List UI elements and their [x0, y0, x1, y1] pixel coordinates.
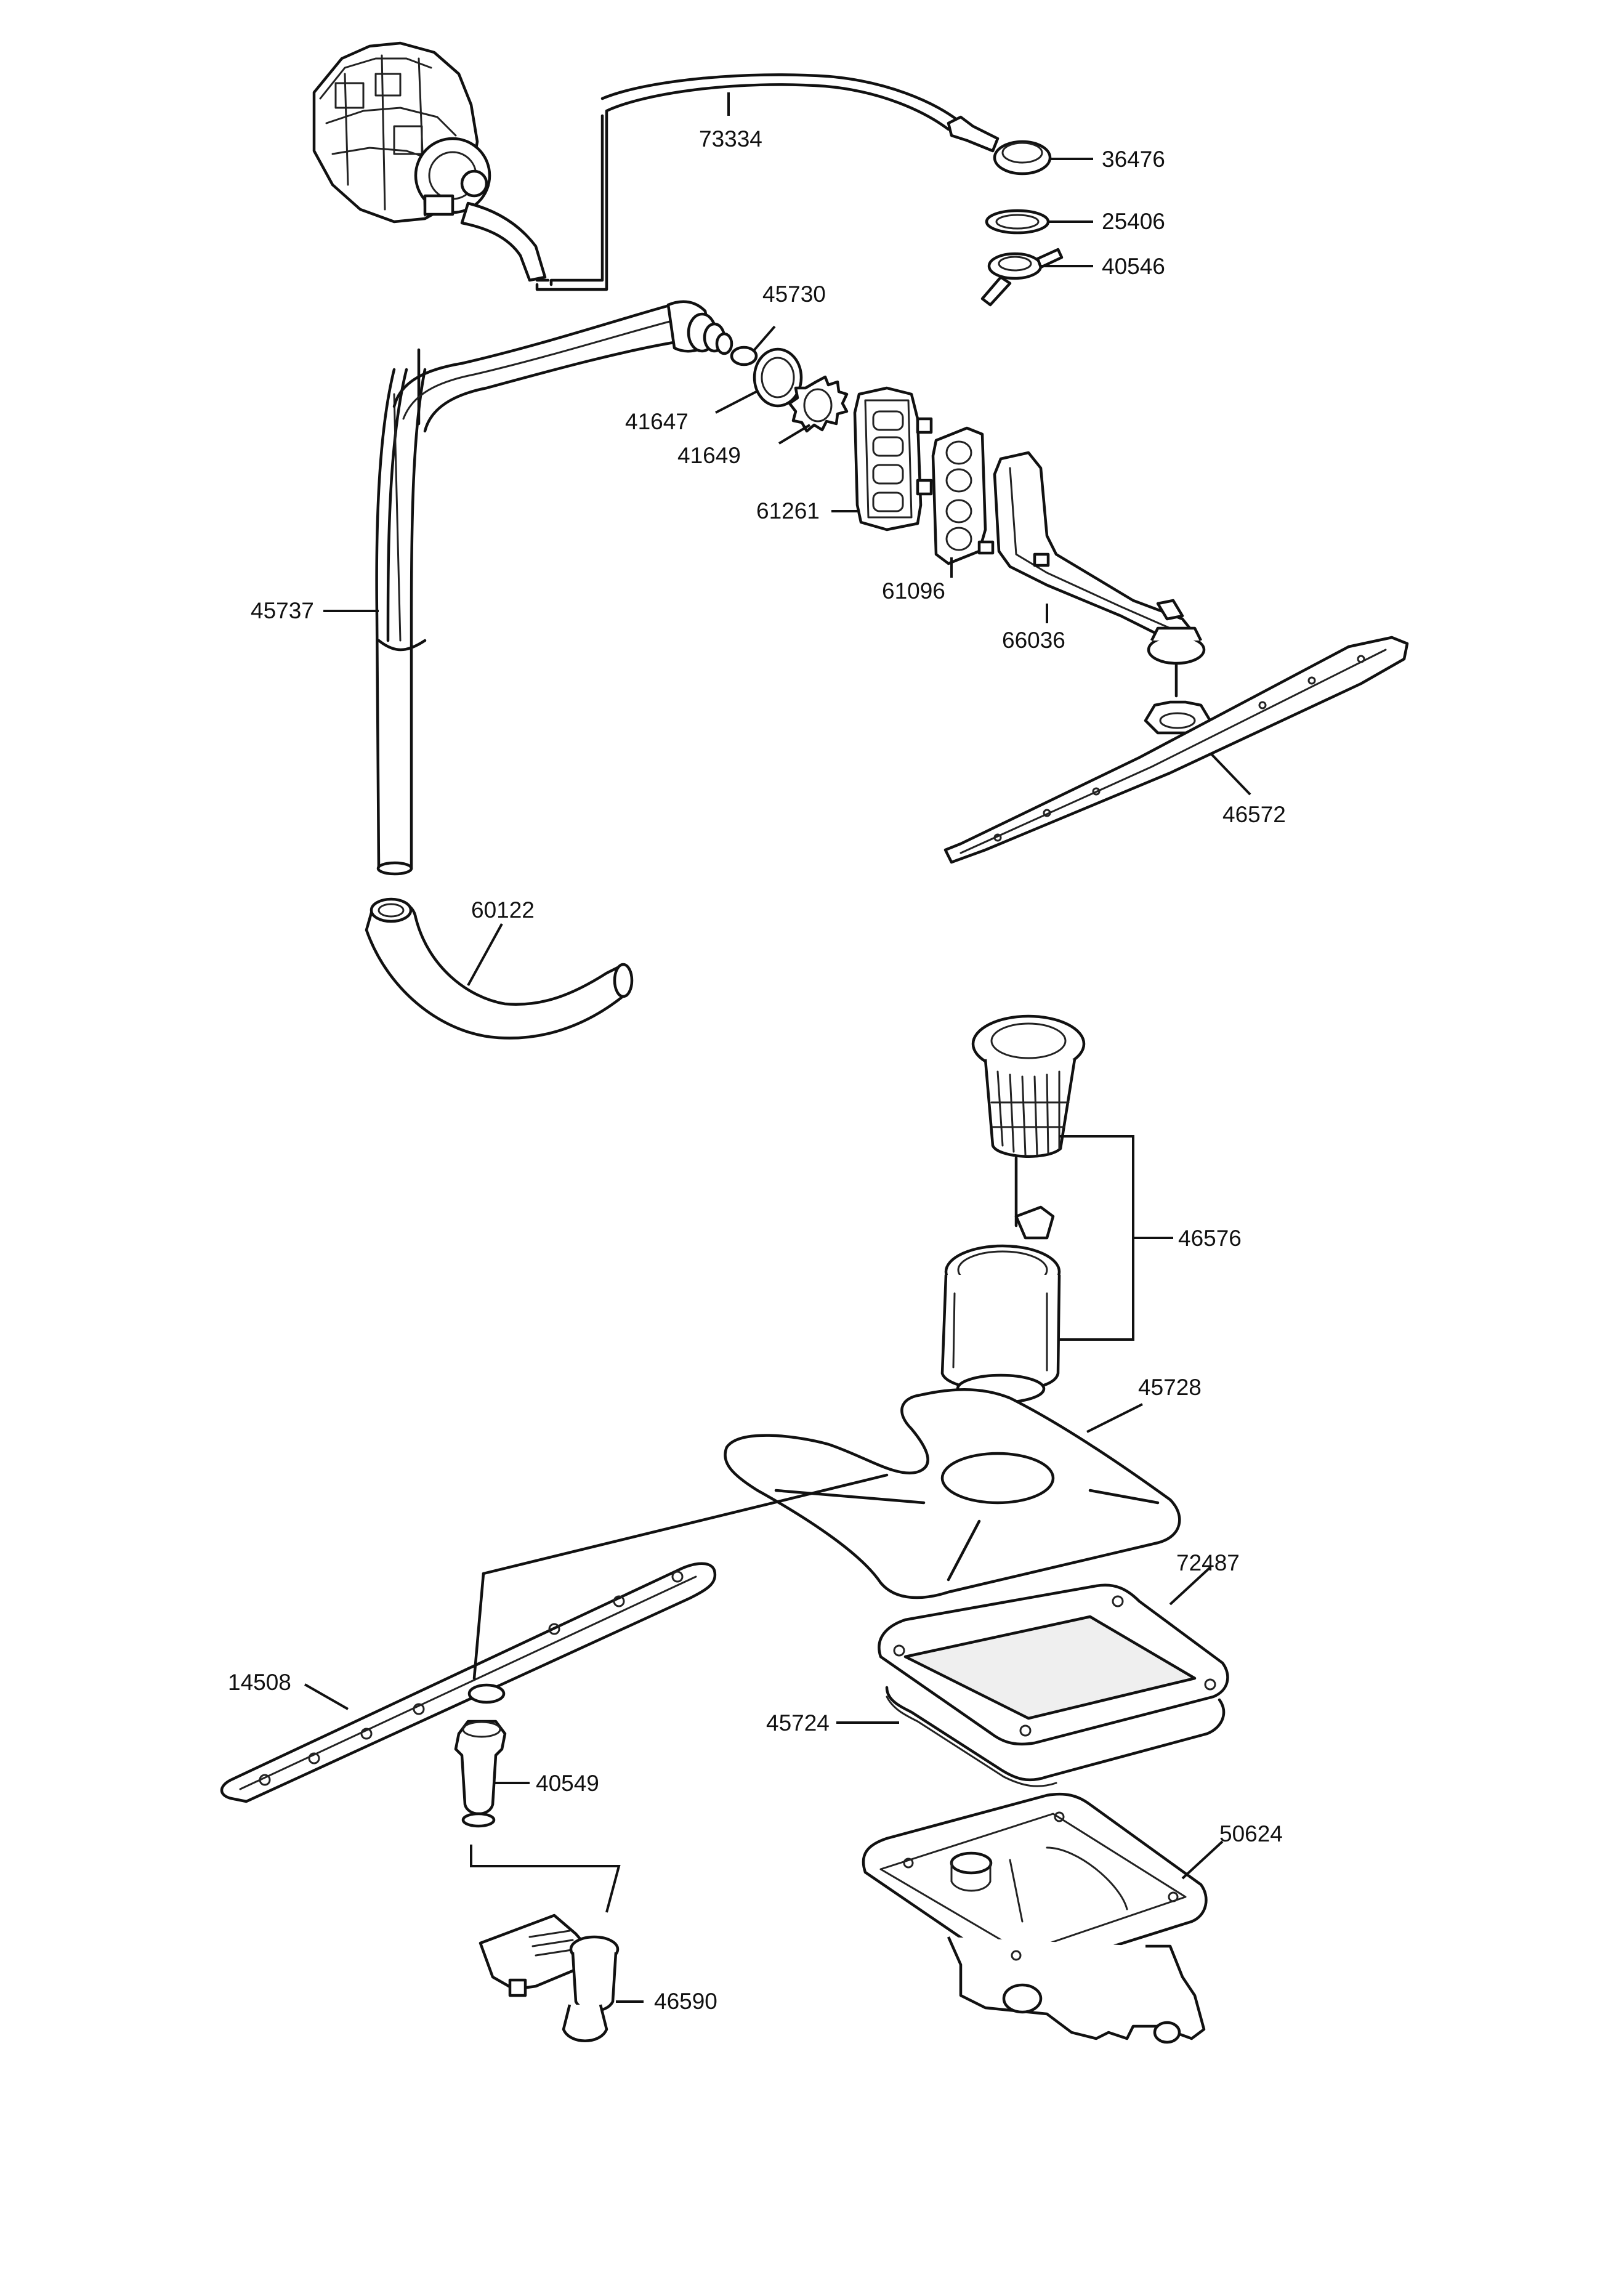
ring-25406: [985, 209, 1093, 235]
pump-motor: [312, 41, 550, 282]
manifold-61261: [831, 386, 933, 532]
nut-40546: [980, 248, 1093, 307]
leader-hub-to-cover: [470, 1845, 621, 1913]
leader-46576: [1059, 1135, 1173, 1341]
tube-45737: [323, 348, 427, 876]
label-66036: 66036: [1002, 628, 1065, 653]
hose-60122: [365, 897, 634, 1040]
label-36476: 36476: [1102, 147, 1165, 172]
hose-73334: [535, 73, 1000, 291]
label-73334: 73334: [699, 126, 762, 152]
nut-41649: [778, 375, 849, 445]
label-14508: 14508: [228, 1670, 291, 1695]
label-46576: 46576: [1178, 1226, 1242, 1251]
ring-41647: [715, 347, 803, 414]
part-labels: 73334 36476 25406 40546 45730 41647 4164…: [228, 126, 1286, 2014]
hub-40549: [454, 1720, 530, 1828]
label-40549: 40549: [536, 1771, 599, 1796]
label-45728: 45728: [1138, 1375, 1202, 1400]
label-41647: 41647: [625, 409, 689, 434]
label-45737: 45737: [251, 598, 314, 623]
label-45730: 45730: [762, 281, 826, 307]
label-25406: 25406: [1102, 209, 1165, 234]
label-60122: 60122: [471, 897, 535, 923]
label-50624: 50624: [1219, 1821, 1283, 1846]
gasket-61096: [931, 426, 987, 578]
label-46590: 46590: [654, 1989, 717, 2014]
cover-46590: [479, 1914, 644, 2042]
label-72487: 72487: [1176, 1550, 1240, 1575]
label-45724: 45724: [766, 1710, 830, 1736]
label-41649: 41649: [677, 443, 741, 468]
sump-50624: [862, 1792, 1224, 2044]
spray-arm-lower: [220, 1473, 889, 1803]
supply-tube-66036: [977, 451, 1197, 645]
label-46572: 46572: [1222, 802, 1286, 827]
cap-36476: [993, 140, 1093, 176]
label-40546: 40546: [1102, 254, 1165, 279]
gasket-45724: [836, 1686, 1226, 1787]
plate-45728: [724, 1388, 1181, 1599]
connector-46572: [1144, 626, 1251, 796]
arm-channel: [392, 300, 733, 433]
ring-45730: [730, 325, 776, 366]
spray-arm-upper: [943, 636, 1409, 864]
label-61261: 61261: [756, 498, 820, 523]
frame-72487: [878, 1566, 1229, 1746]
label-61096: 61096: [882, 578, 945, 604]
